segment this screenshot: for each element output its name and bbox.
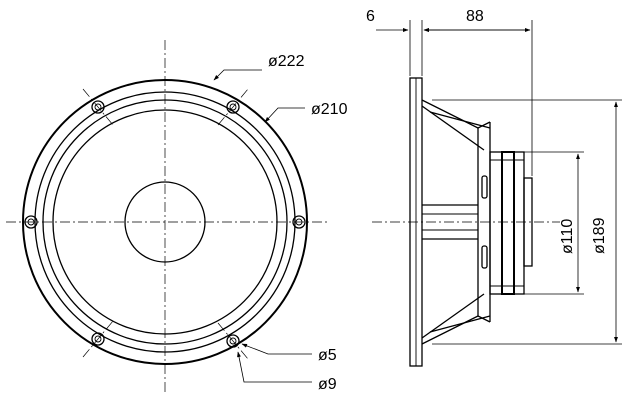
- dim-flange-thickness: [376, 20, 440, 76]
- side-magnet: [489, 151, 533, 295]
- dim-depth: [423, 20, 533, 176]
- front-dust-cap: [124, 181, 206, 263]
- leader-counterbore: [237, 351, 312, 383]
- front-surround-inner: [52, 109, 278, 335]
- label-cutout-diameter: ø189: [591, 217, 608, 254]
- label-outer-diameter: ø222: [268, 53, 305, 70]
- front-view: ø222 ø210 ø5 ø9: [6, 40, 348, 393]
- mounting-hole-bottom-right: [226, 334, 240, 348]
- side-view: 6 88 ø110 ø189: [366, 8, 622, 367]
- front-surround-outer: [42, 99, 288, 345]
- hole-centerlines: [82, 88, 249, 360]
- label-flange-thickness: 6: [366, 8, 375, 25]
- mounting-hole-top-right: [226, 100, 240, 114]
- front-flange-inner: [34, 91, 296, 353]
- label-depth: 88: [466, 8, 484, 25]
- mounting-hole-top-left: [91, 100, 105, 114]
- mounting-hole-right: [292, 215, 306, 229]
- label-bolt-circle: ø210: [311, 101, 348, 118]
- label-magnet-diameter: ø110: [559, 219, 576, 254]
- mounting-hole-bottom-left: [91, 332, 105, 346]
- label-counterbore: ø9: [318, 376, 337, 393]
- front-outer-rim: [22, 79, 308, 365]
- leader-outer-diameter: [213, 69, 262, 81]
- mounting-hole-left: [24, 215, 38, 229]
- leader-bolt-circle: [264, 107, 305, 123]
- dim-cutout-diameter: [432, 99, 622, 345]
- label-hole-diameter: ø5: [318, 347, 337, 364]
- dim-magnet-diameter: [516, 151, 584, 295]
- leader-hole: [241, 343, 312, 355]
